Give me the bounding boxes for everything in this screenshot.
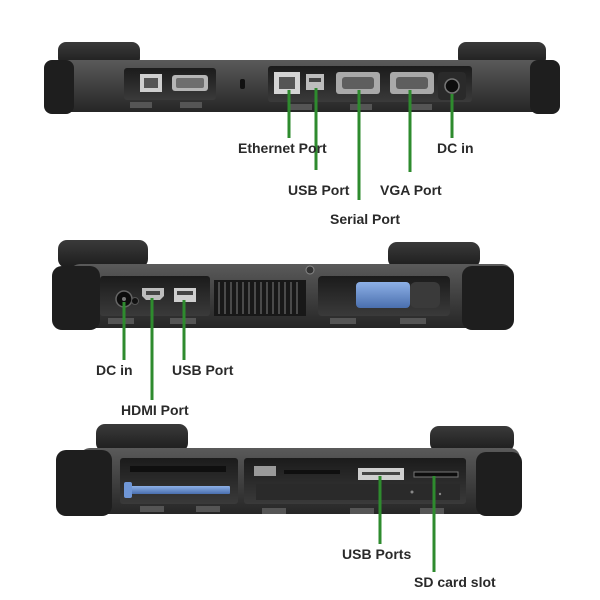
- lock-slot: [240, 79, 245, 89]
- label-usb-port: USB Port: [288, 182, 350, 198]
- label-serial-port: Serial Port: [330, 211, 401, 227]
- label-usb-ports: USB Ports: [342, 546, 412, 562]
- right-foot: [262, 508, 286, 514]
- right-left-bumper: [56, 450, 112, 516]
- right-foot: [350, 508, 374, 514]
- label-rear-dc-in: DC in: [437, 140, 474, 156]
- right-sd-card-slot: [413, 471, 459, 478]
- rear-foot: [130, 102, 152, 108]
- media-bay-slot: [130, 466, 226, 472]
- expansion-card-slot: [284, 470, 340, 474]
- right-foot: [420, 508, 444, 514]
- label-sd-card-slot: SD card slot: [414, 574, 496, 590]
- rear-callout-lines: [287, 88, 454, 200]
- left-foot: [330, 318, 356, 324]
- left-audio-jack: [131, 297, 139, 305]
- right-right-bumper: [476, 452, 522, 516]
- expansion-bay-left-port: [254, 466, 276, 476]
- label-hdmi-port: HDMI Port: [121, 402, 189, 418]
- left-top-bumper-right: [388, 242, 480, 268]
- rear-dc-port: [444, 78, 460, 94]
- battery-blue-tab: [356, 282, 410, 308]
- right-foot: [196, 506, 220, 512]
- rear-right-side-bumper: [530, 60, 560, 114]
- vent-slats: [218, 282, 298, 314]
- rear-left-side-bumper: [44, 60, 74, 114]
- label-ethernet-port: Ethernet Port: [238, 140, 327, 156]
- right-top-bumper-right: [430, 426, 514, 452]
- left-foot: [400, 318, 426, 324]
- rear-foot: [350, 104, 372, 110]
- rear-view-laptop: [44, 42, 560, 114]
- right-side-laptop: [56, 424, 522, 516]
- label-left-usb-port: USB Port: [172, 362, 234, 378]
- left-top-bumper: [58, 240, 148, 268]
- left-foot: [108, 318, 134, 324]
- left-side-laptop: [52, 240, 514, 330]
- media-bay-blue-tab: [124, 482, 132, 498]
- right-side-bumper: [462, 266, 514, 330]
- label-vga-port: VGA Port: [380, 182, 442, 198]
- rear-foot: [410, 104, 432, 110]
- rear-foot: [290, 104, 312, 110]
- right-callout-lines: [378, 476, 436, 572]
- label-left-dc-in: DC in: [96, 362, 133, 378]
- rear-foot: [180, 102, 202, 108]
- screw: [305, 265, 315, 275]
- left-side-bumper: [52, 266, 100, 330]
- media-bay: [120, 458, 238, 504]
- right-top-bumper-left: [96, 424, 188, 452]
- media-bay-blue-strip: [128, 486, 230, 494]
- left-callout-lines: [122, 298, 186, 400]
- right-foot: [140, 506, 164, 512]
